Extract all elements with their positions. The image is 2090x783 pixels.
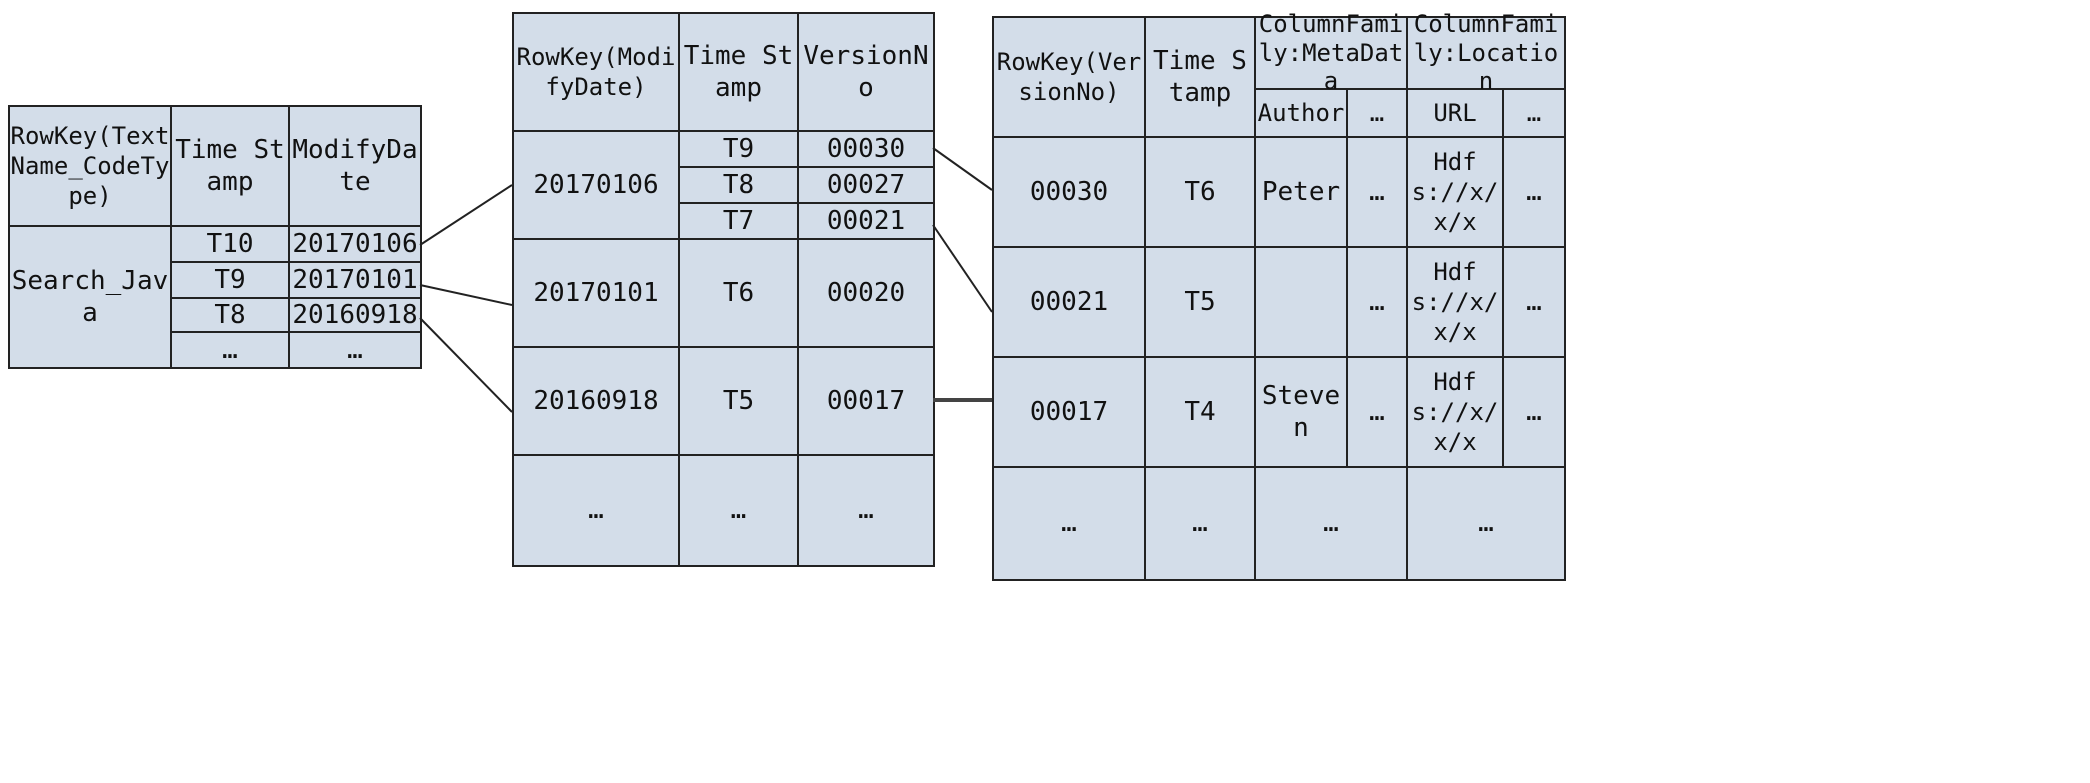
timestamp-cell: T6 <box>680 240 799 348</box>
modifydate-cell: 20170106 <box>290 227 420 263</box>
ellipsis-cell: … <box>514 456 680 565</box>
timestamp-cell: T10 <box>172 227 290 263</box>
ellipsis-cell: … <box>1504 248 1564 358</box>
timestamp-cell: T8 <box>172 299 290 333</box>
timestamp-cell: T4 <box>1146 358 1256 468</box>
rowkey-cell: 00017 <box>994 358 1146 468</box>
rowkey-cell: 20160918 <box>514 348 680 456</box>
timestamp-cell: T7 <box>680 204 799 240</box>
rowkey-cell: Search_Java <box>10 227 172 367</box>
header-rowkey-versionno: RowKey(VersionNo) <box>994 18 1146 138</box>
ellipsis-cell: … <box>172 333 290 367</box>
timestamp-cell: T9 <box>172 263 290 299</box>
modifydate-cell: 20160918 <box>290 299 420 333</box>
author-cell: Steven <box>1256 358 1348 468</box>
header-timestamp: Time Stamp <box>1146 18 1256 138</box>
ellipsis-cell: … <box>347 334 363 365</box>
author-cell <box>1256 248 1348 358</box>
connector-line <box>932 147 993 191</box>
url-cell: Hdfs://x/x/x <box>1408 138 1504 248</box>
ellipsis-cell: … <box>1348 358 1408 468</box>
url-cell: Hdfs://x/x/x <box>1408 248 1504 358</box>
header-versionno: VersionNo <box>799 14 933 132</box>
rowkey-cell: 00030 <box>994 138 1146 248</box>
author-cell: Peter <box>1256 138 1348 248</box>
ellipsis-cell: … <box>858 495 874 526</box>
ellipsis-cell: … <box>680 456 799 565</box>
connector-line <box>932 224 993 313</box>
header-rowkey-modifydate: RowKey(ModifyDate) <box>514 14 680 132</box>
versionno-cell: 00021 <box>799 204 933 240</box>
connector-line <box>419 317 513 413</box>
rowkey-cell: 20170106 <box>514 132 680 240</box>
table-textname-index: RowKey(TextName_CodeType) Time Stamp Mod… <box>8 105 422 369</box>
connector-line <box>419 284 513 306</box>
table-modifydate-index: RowKey(ModifyDate) Time Stamp VersionNo … <box>512 12 935 567</box>
url-cell: Hdfs://x/x/x <box>1408 358 1504 468</box>
connector-line <box>419 184 513 246</box>
header-metadata-more: … <box>1348 90 1408 138</box>
timestamp-cell: T5 <box>680 348 799 456</box>
rowkey-cell: 00021 <box>994 248 1146 358</box>
ellipsis-cell: … <box>1504 138 1564 248</box>
modifydate-cell: 20170101 <box>290 263 420 299</box>
rowkey-cell: 20170101 <box>514 240 680 348</box>
ellipsis-cell: … <box>994 468 1146 579</box>
ellipsis-cell: … <box>1348 138 1408 248</box>
header-location-more: … <box>1504 90 1564 138</box>
timestamp-cell: T8 <box>680 168 799 204</box>
header-timestamp: Time Stamp <box>680 14 799 132</box>
ellipsis-cell: … <box>1146 468 1256 579</box>
timestamp-cell: T5 <box>1146 248 1256 358</box>
header-timestamp: Time Stamp <box>172 107 290 227</box>
ellipsis-cell: … <box>1478 508 1494 539</box>
ellipsis-cell: … <box>1504 358 1564 468</box>
header-rowkey-textname: RowKey(TextName_CodeType) <box>10 107 172 227</box>
versionno-cell: 00020 <box>799 240 933 348</box>
header-url: URL <box>1408 90 1504 138</box>
header-modifydate: ModifyDate <box>290 107 420 227</box>
header-author: Author <box>1256 90 1348 138</box>
versionno-cell: 00017 <box>799 348 933 456</box>
versionno-cell: 00027 <box>799 168 933 204</box>
ellipsis-cell: … <box>1348 248 1408 358</box>
timestamp-cell: T6 <box>1146 138 1256 248</box>
timestamp-cell: T9 <box>680 132 799 168</box>
table-version-content: RowKey(VersionNo) Time Stamp ColumnFamil… <box>992 10 1566 581</box>
ellipsis-cell: … <box>1256 468 1408 579</box>
versionno-cell: 00030 <box>799 132 933 168</box>
